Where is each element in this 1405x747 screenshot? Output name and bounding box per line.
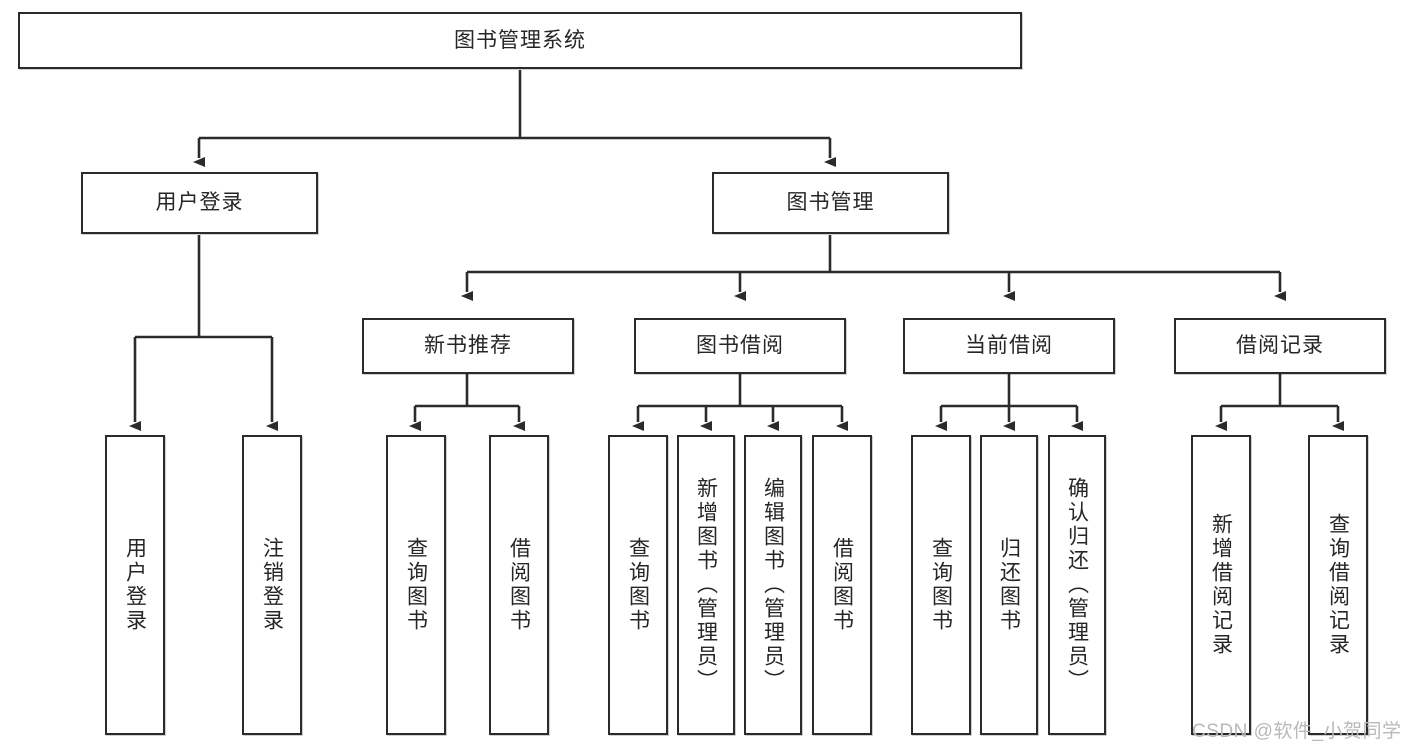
watermark-text: CSDN @软件_小贺同学 bbox=[1192, 721, 1402, 742]
leaf-book-borrow-query[interactable]: 查询图书 bbox=[608, 435, 668, 735]
leaf-current-borrow-query[interactable]: 查询图书 bbox=[911, 435, 971, 735]
leaf-user-login-login[interactable]: 用户登录 bbox=[105, 435, 165, 735]
leaf-current-borrow-confirm-return[interactable]: 确认归还（管理员） bbox=[1048, 435, 1106, 735]
leaf-book-borrow-add[interactable]: 新增图书（管理员） bbox=[677, 435, 735, 735]
leaf-current-borrow-return[interactable]: 归还图书 bbox=[980, 435, 1038, 735]
node-book-borrow[interactable]: 图书借阅 bbox=[634, 318, 846, 374]
leaf-new-book-borrow[interactable]: 借阅图书 bbox=[489, 435, 549, 735]
node-label: 借阅图书 bbox=[507, 537, 531, 633]
node-book-management[interactable]: 图书管理 bbox=[712, 172, 949, 234]
node-label: 图书管理系统 bbox=[454, 28, 586, 52]
node-label: 归还图书 bbox=[997, 537, 1021, 633]
node-label: 确认归还（管理员） bbox=[1065, 477, 1089, 693]
node-label: 当前借阅 bbox=[965, 334, 1053, 358]
node-new-book-recommend[interactable]: 新书推荐 bbox=[362, 318, 574, 374]
node-user-login[interactable]: 用户登录 bbox=[81, 172, 318, 234]
node-current-borrow[interactable]: 当前借阅 bbox=[903, 318, 1115, 374]
node-label: 查询图书 bbox=[626, 537, 650, 633]
node-label: 注销登录 bbox=[260, 537, 284, 633]
leaf-borrow-record-add[interactable]: 新增借阅记录 bbox=[1191, 435, 1251, 735]
node-label: 借阅图书 bbox=[830, 537, 854, 633]
node-label: 查询借阅记录 bbox=[1326, 513, 1350, 657]
leaf-book-borrow-borrow[interactable]: 借阅图书 bbox=[812, 435, 872, 735]
node-label: 新增图书（管理员） bbox=[694, 477, 718, 693]
node-label: 图书管理 bbox=[786, 191, 875, 215]
leaf-new-book-query[interactable]: 查询图书 bbox=[386, 435, 446, 735]
node-label: 编辑图书（管理员） bbox=[761, 477, 785, 693]
node-label: 用户登录 bbox=[155, 191, 244, 215]
node-label: 新书推荐 bbox=[424, 334, 512, 358]
node-label: 借阅记录 bbox=[1236, 334, 1324, 358]
node-label: 查询图书 bbox=[929, 537, 953, 633]
leaf-book-borrow-edit[interactable]: 编辑图书（管理员） bbox=[744, 435, 802, 735]
node-label: 新增借阅记录 bbox=[1209, 513, 1233, 657]
node-label: 用户登录 bbox=[123, 537, 147, 633]
leaf-borrow-record-query[interactable]: 查询借阅记录 bbox=[1308, 435, 1368, 735]
leaf-user-login-logout[interactable]: 注销登录 bbox=[242, 435, 302, 735]
node-borrow-record[interactable]: 借阅记录 bbox=[1174, 318, 1386, 374]
node-label: 查询图书 bbox=[404, 537, 428, 633]
node-root-system[interactable]: 图书管理系统 bbox=[18, 12, 1022, 69]
node-label: 图书借阅 bbox=[696, 334, 784, 358]
